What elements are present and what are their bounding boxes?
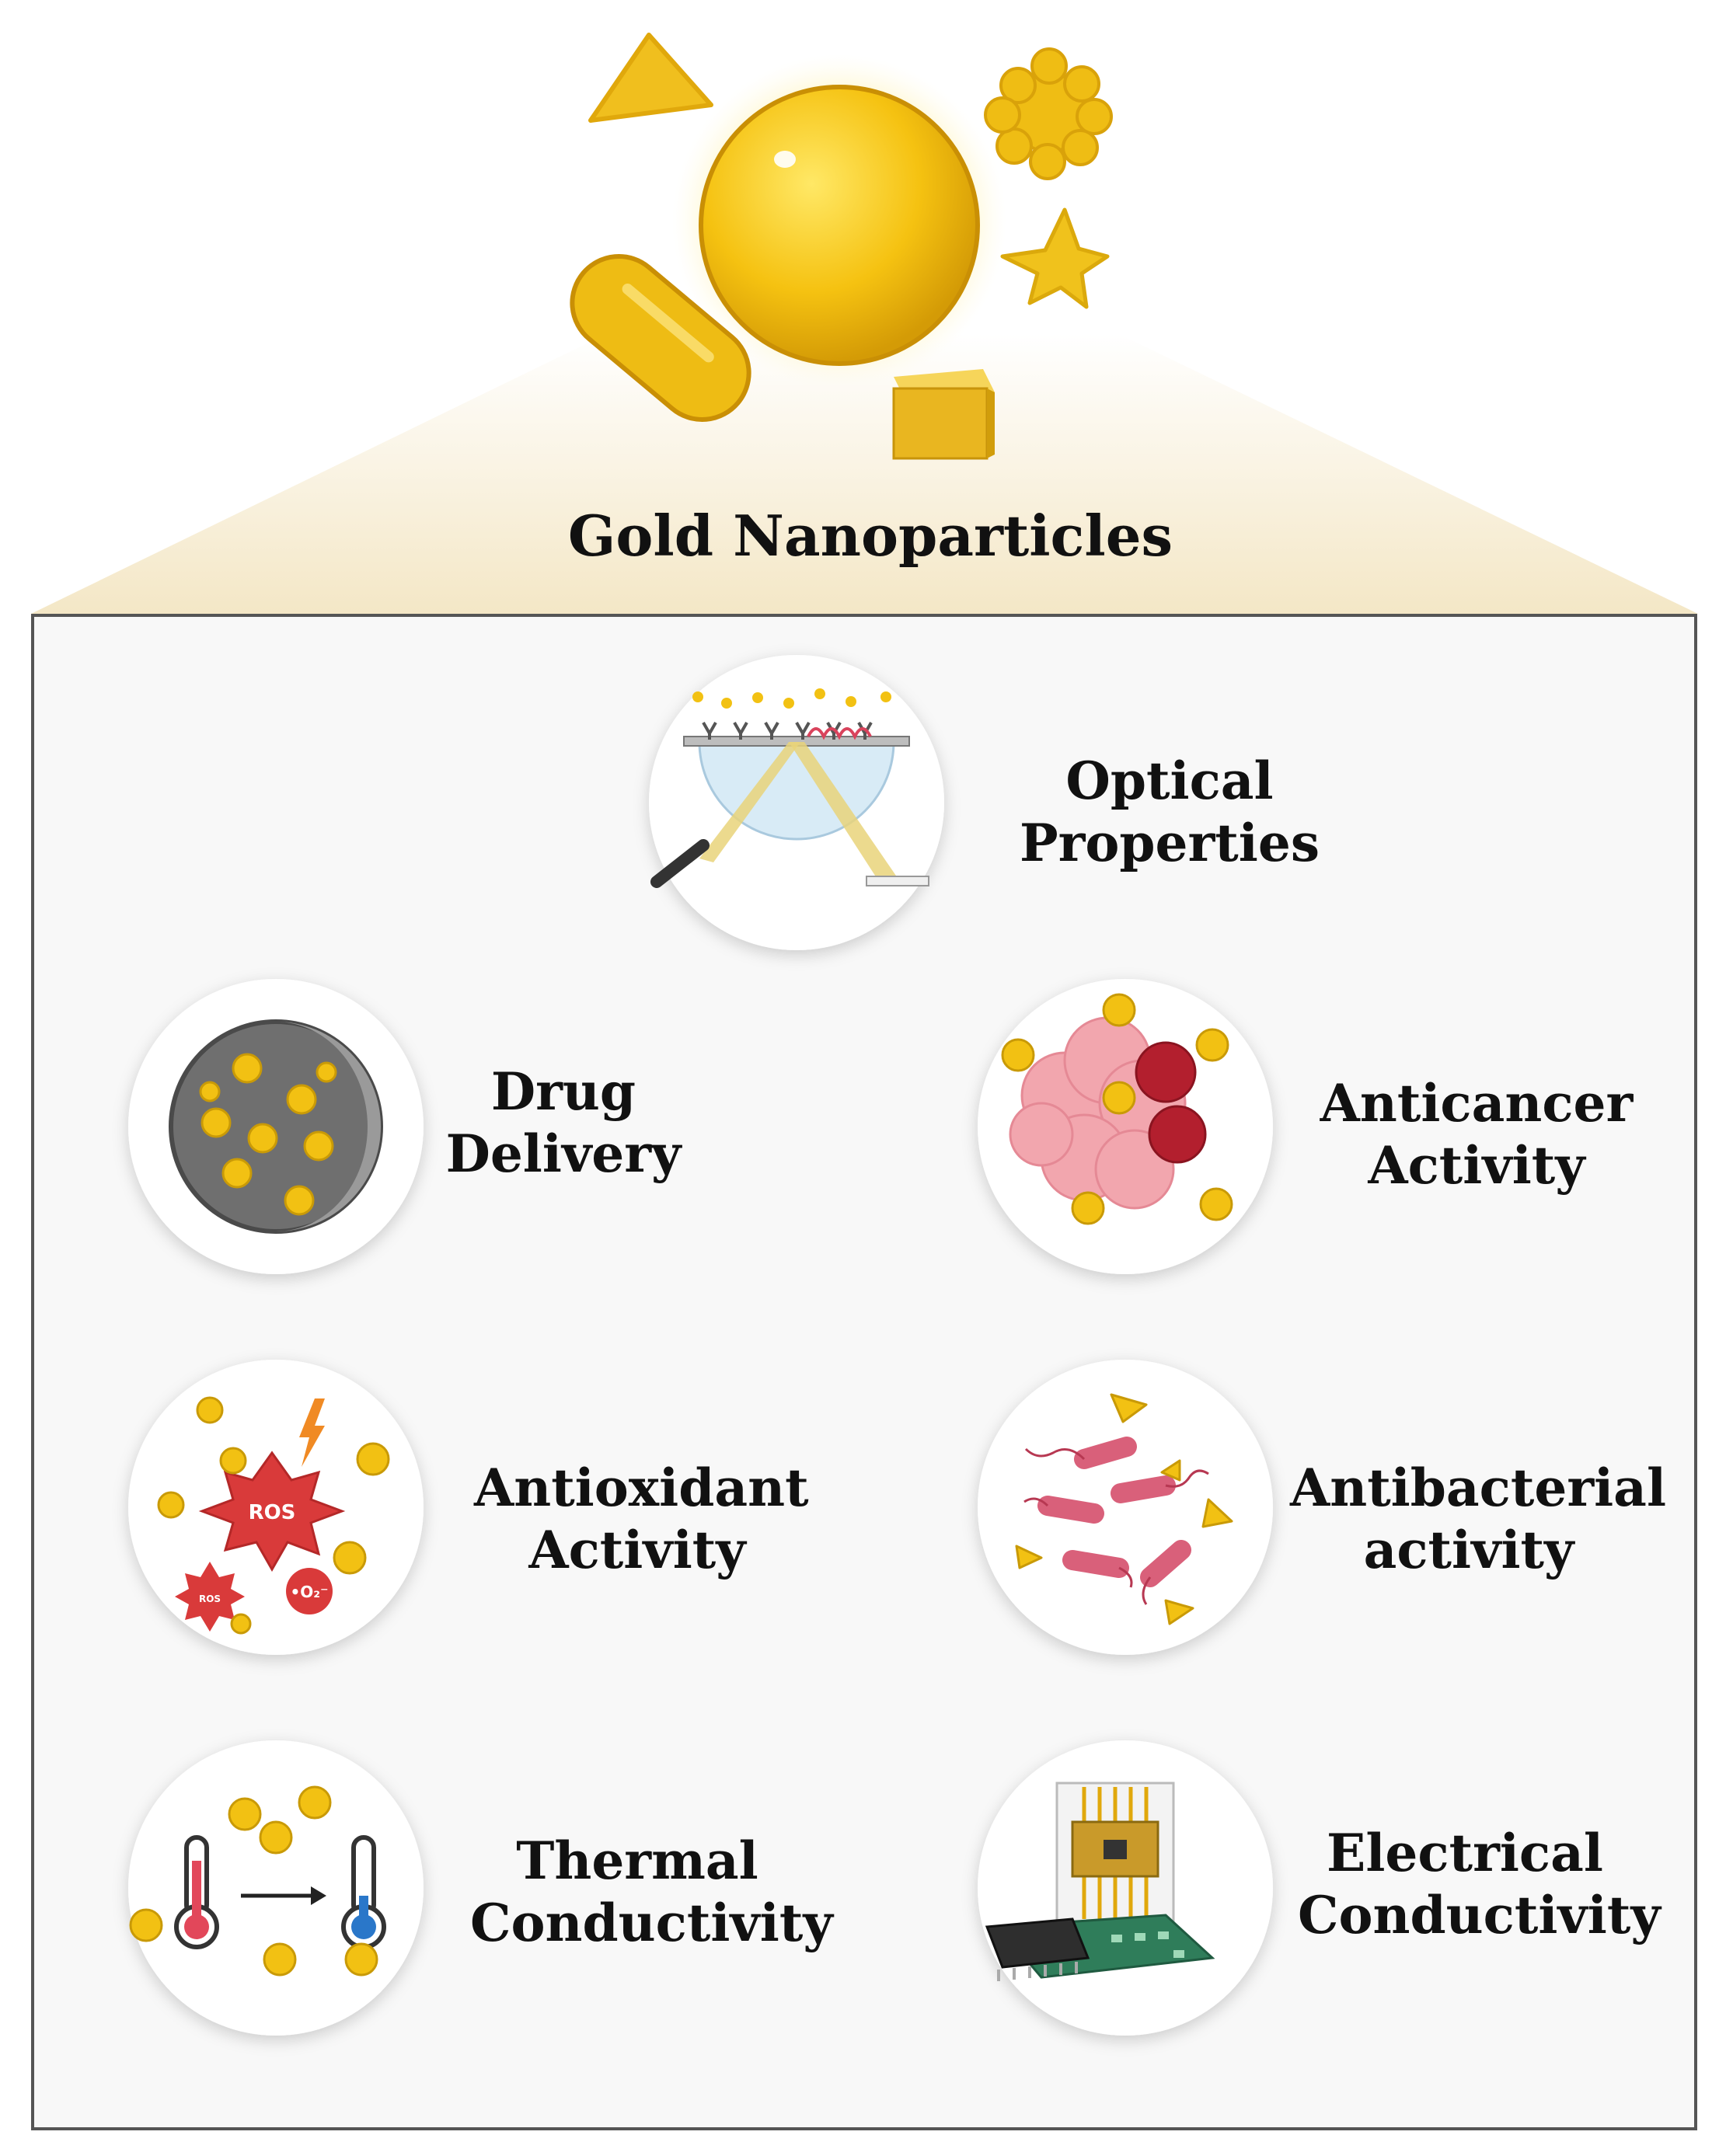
gold-nanoparticle-shapes [570,33,1113,460]
cube-particle-icon [892,369,995,460]
antioxidant-activity-line1: Antioxidant [474,1458,809,1518]
surface-plasmon-resonance-icon [650,688,929,888]
antioxidant-activity-circle: ROS ROS •O₂⁻ [128,1360,424,1655]
drug-carrier-icon [169,1019,383,1234]
thermal-conductivity-line1: Thermal [516,1830,758,1891]
optical-properties-line2: Properties [1019,813,1320,873]
drug-delivery-circle [128,979,424,1274]
triangle-particle-icon [588,33,713,123]
antibacterial-activity-label: Antibacterial activity [1290,1457,1667,1581]
anticancer-activity-label: Anticancer Activity [1313,1072,1640,1196]
ros-scavenging-icon: ROS ROS •O₂⁻ [157,1396,390,1635]
optical-properties-label: Optical Properties [995,750,1344,874]
bacteria-icon [1015,1393,1233,1625]
optical-properties-circle [649,655,944,950]
antibacterial-activity-line1: Antibacterial [1290,1458,1667,1518]
tumor-cells-icon [1001,993,1233,1225]
optical-properties-line1: Optical [1065,751,1274,811]
microchip-icon [985,1782,1215,1981]
antioxidant-activity-line2: Activity [528,1520,746,1580]
antibacterial-activity-circle [978,1360,1273,1655]
ros-small-label: ROS [199,1593,221,1604]
drug-delivery-label: Drug Delivery [435,1061,692,1185]
superoxide-label: •O₂⁻ [290,1583,328,1601]
antioxidant-activity-label: Antioxidant Activity [474,1457,809,1581]
ros-label: ROS [249,1501,296,1524]
thermometer-transfer-icon [129,1785,386,1977]
electrical-conductivity-circle [978,1740,1273,2036]
drug-delivery-line2: Delivery [445,1123,682,1184]
flower-particle-icon [984,47,1113,180]
electrical-conductivity-line2: Conductivity [1298,1885,1661,1945]
thermal-conductivity-circle [128,1740,424,2036]
star-particle-icon [1000,207,1110,309]
electrical-conductivity-line1: Electrical [1327,1823,1603,1883]
thermal-conductivity-line2: Conductivity [470,1893,833,1953]
anticancer-activity-line1: Anticancer [1320,1073,1634,1134]
drug-delivery-line1: Drug [490,1061,636,1122]
antibacterial-activity-line2: activity [1363,1520,1574,1580]
main-title: Gold Nanoparticles [567,503,1173,569]
thermal-conductivity-label: Thermal Conductivity [470,1830,833,1954]
anticancer-activity-line2: Activity [1368,1135,1585,1196]
sphere-particle-icon [699,85,980,366]
anticancer-activity-circle [978,979,1273,1274]
rod-particle-icon [570,254,751,422]
spotlight-beam [31,334,1698,614]
electrical-conductivity-label: Electrical Conductivity [1298,1822,1661,1946]
